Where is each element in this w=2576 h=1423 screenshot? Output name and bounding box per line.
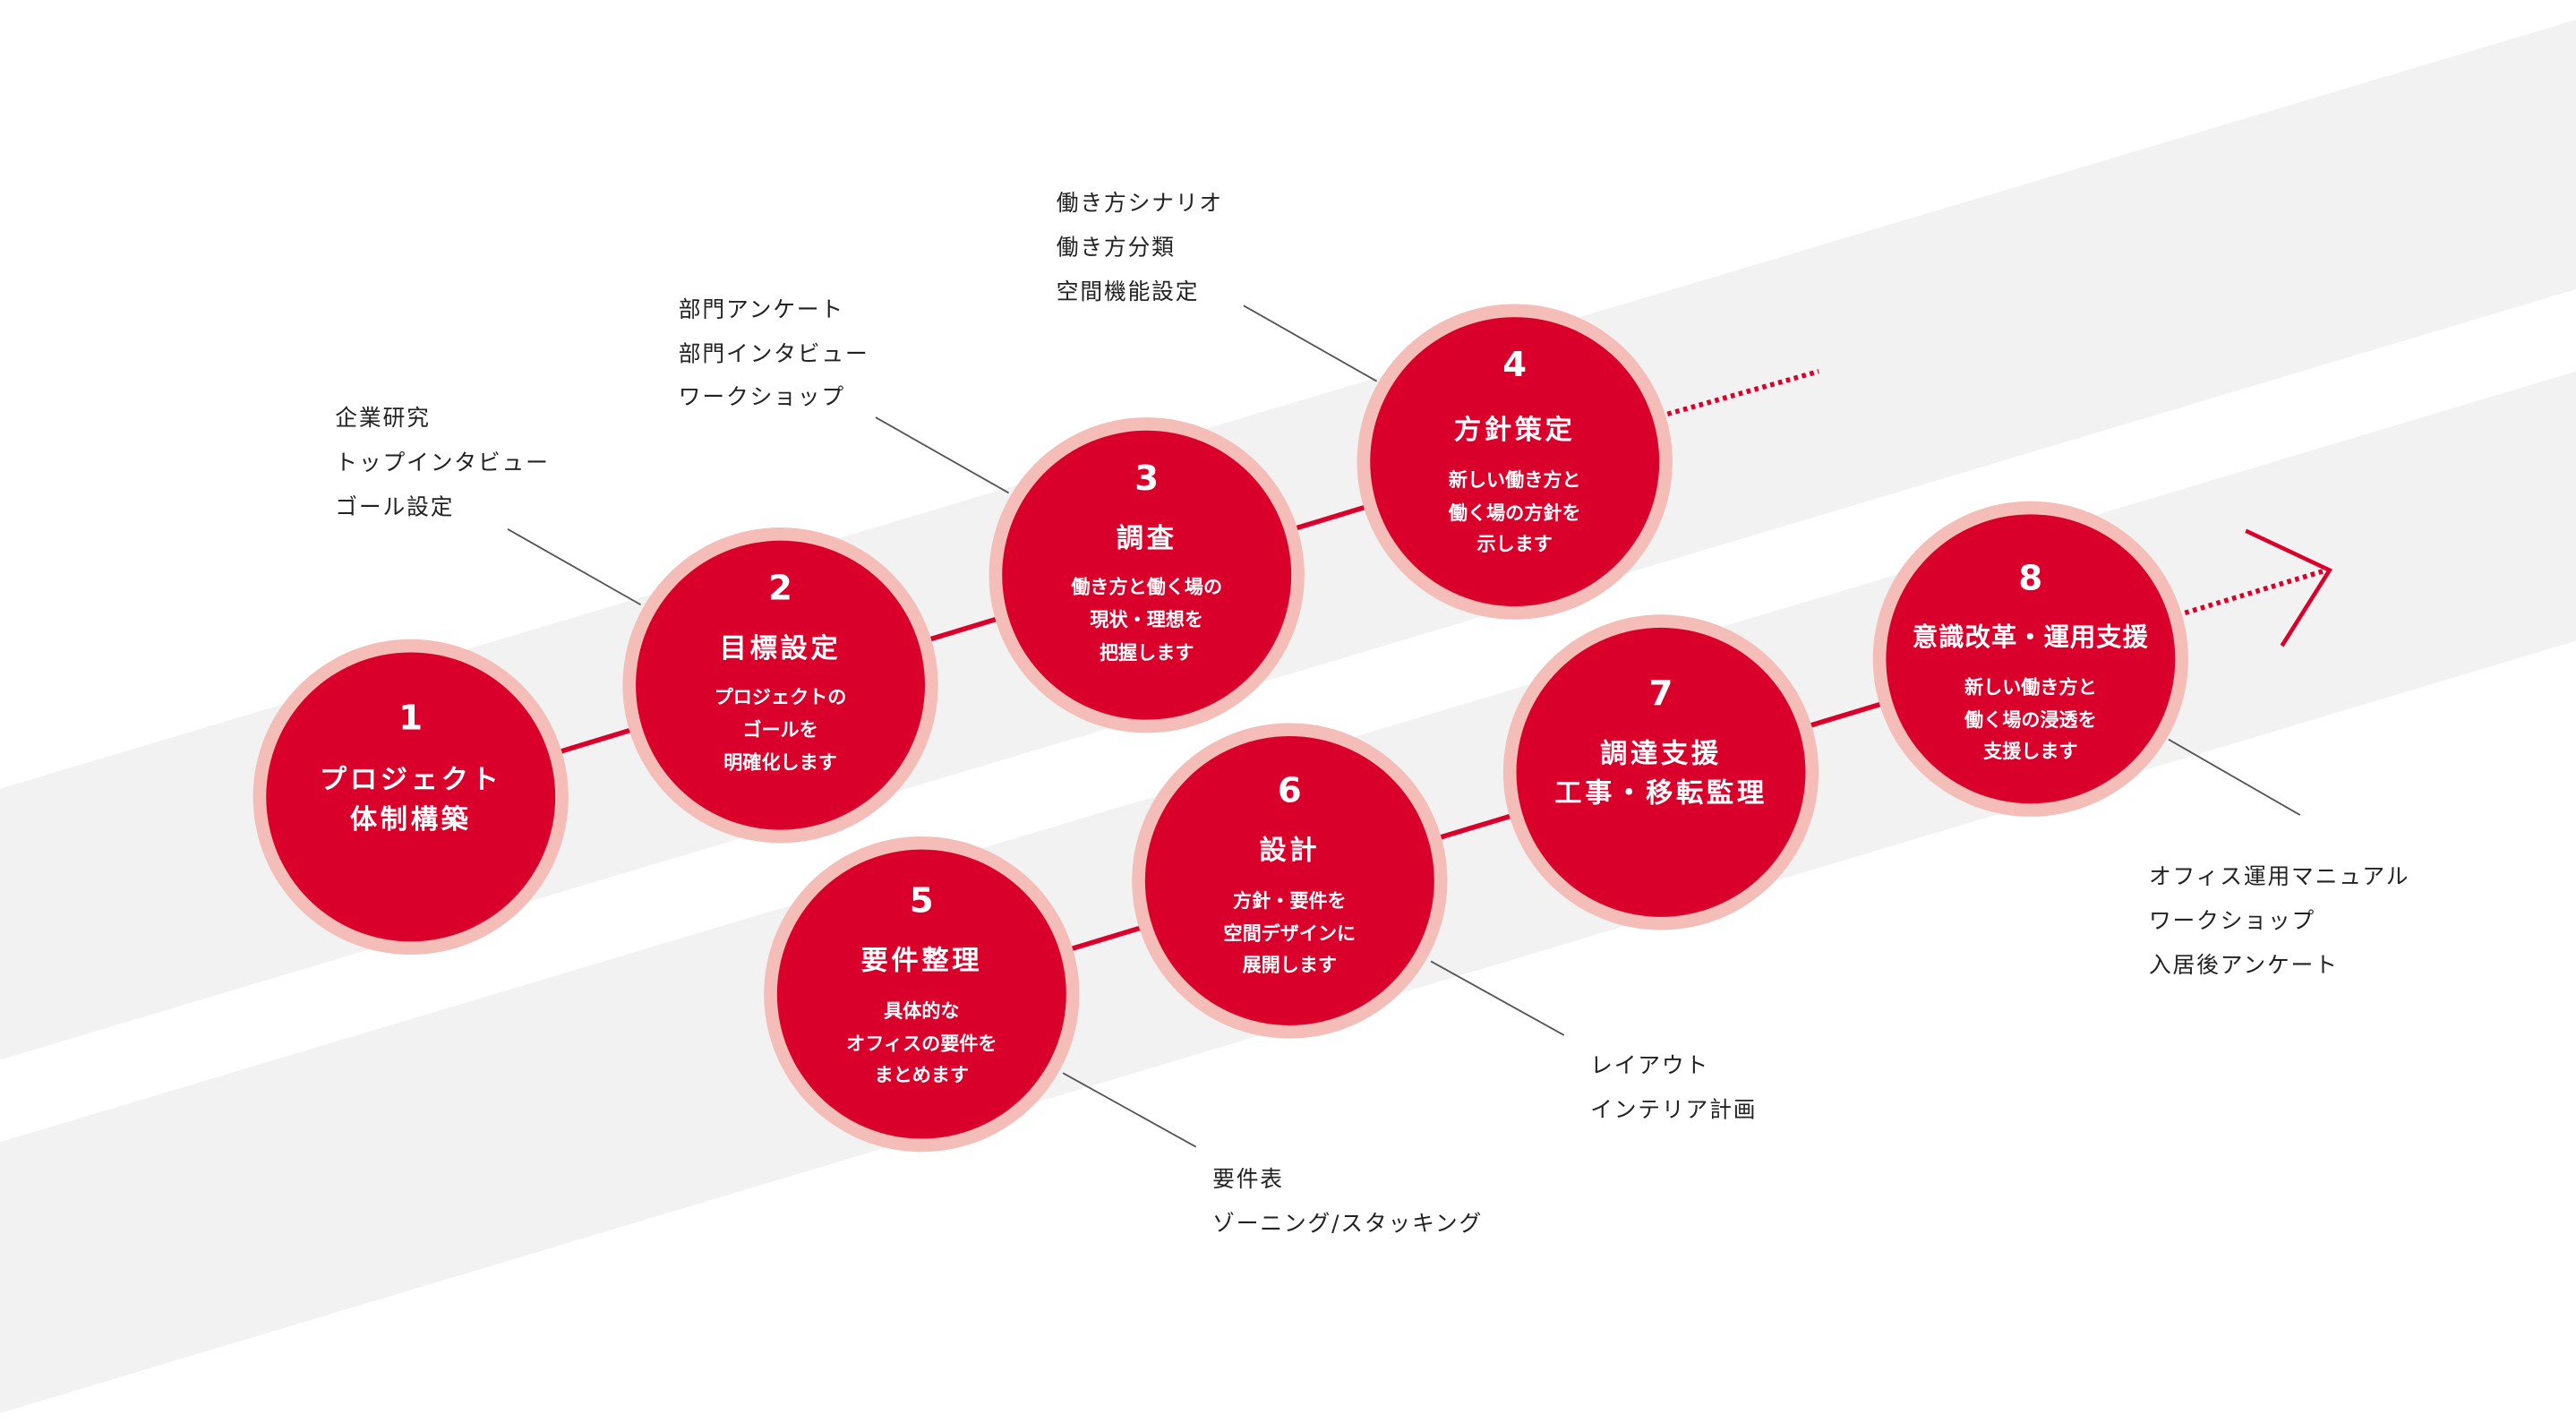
notes-step-8: オフィス運用マニュアル ワークショップ 入居後アンケート	[2149, 863, 2409, 978]
step-3-circle: 3 調査 働き方と働く場の 現状・理想を 把握します	[988, 417, 1305, 733]
step-desc: 働く場の浸透を	[1964, 708, 2097, 731]
step-desc: 展開します	[1243, 953, 1337, 975]
step-2-circle: 2 目標設定 プロジェクトの ゴールを 明確化します	[622, 527, 938, 844]
note: ゾーニング/スタッキング	[1212, 1210, 1483, 1236]
step-desc: まとめます	[875, 1063, 969, 1085]
leader-line-1	[507, 528, 642, 606]
note: 企業研究	[335, 405, 430, 431]
step-number: 8	[2018, 559, 2042, 599]
step-number: 1	[398, 699, 423, 739]
step-desc: ゴールを	[742, 718, 817, 741]
note: ゴール設定	[335, 493, 454, 519]
step-title: 工事・移転監理	[1554, 777, 1767, 809]
note: 部門インタビュー	[679, 341, 869, 367]
step-desc: 支援します	[1983, 740, 2077, 762]
note: 入居後アンケート	[2149, 952, 2339, 978]
step-desc: 把握します	[1100, 641, 1194, 664]
leader-line-3	[1243, 304, 1378, 382]
step-number: 4	[1502, 345, 1527, 385]
note: 要件表	[1212, 1166, 1284, 1192]
leader-line-8	[2168, 738, 2301, 816]
flow-line-lower	[920, 656, 2032, 997]
flow-line-upper	[409, 459, 1516, 800]
step-number: 2	[768, 569, 792, 609]
step-number: 6	[1278, 770, 1302, 810]
step-desc: プロジェクトの	[715, 685, 847, 707]
note: オフィス運用マニュアル	[2149, 863, 2409, 889]
step-5-circle: 5 要件整理 具体的な オフィスの要件を まとめます	[764, 836, 1080, 1153]
step-desc: 方針・要件を	[1233, 889, 1347, 912]
notes-step-2: 部門アンケート 部門インタビュー ワークショップ	[679, 296, 869, 409]
note: 部門アンケート	[679, 296, 844, 322]
note: ワークショップ	[2149, 908, 2315, 934]
step-title: 調達支援	[1600, 738, 1722, 769]
step-title: 方針策定	[1454, 414, 1576, 446]
step-desc: 現状・理想を	[1090, 608, 1203, 630]
step-desc: 働く場の方針を	[1448, 501, 1581, 524]
note: トップインタビュー	[335, 450, 549, 476]
step-desc: 新しい働き方と	[1449, 468, 1581, 491]
leader-line-5	[1062, 1072, 1197, 1148]
step-desc: オフィスの要件を	[846, 1032, 997, 1054]
step-title: プロジェクト	[320, 765, 502, 796]
note: 働き方シナリオ	[1057, 190, 1223, 216]
step-6-circle: 6 設計 方針・要件を 空間デザインに 展開します	[1132, 723, 1448, 1039]
step-number: 7	[1649, 673, 1673, 714]
step-desc: 示します	[1477, 533, 1553, 555]
notes-step-1: 企業研究 トップインタビュー ゴール設定	[335, 405, 549, 519]
step-desc: 働き方と働く場の	[1070, 575, 1222, 597]
step-number: 5	[910, 880, 934, 921]
step-desc: 具体的な	[884, 999, 959, 1022]
step-number: 3	[1134, 459, 1159, 499]
arrow-head-icon	[2245, 528, 2333, 647]
note: インテリア計画	[1590, 1097, 1757, 1123]
step-7-circle: 7 調達支援 工事・移転監理	[1502, 614, 1819, 930]
note: レイアウト	[1590, 1052, 1709, 1078]
step-title: 意識改革・運用支援	[1913, 622, 2149, 652]
step-1-circle: 1 プロジェクト 体制構築	[252, 639, 569, 956]
step-title: 目標設定	[720, 632, 842, 664]
step-desc: 新しい働き方と	[1964, 675, 2097, 698]
step-desc: 明確化します	[723, 751, 837, 774]
note: 空間機能設定	[1057, 279, 1200, 304]
note: ワークショップ	[679, 383, 845, 409]
notes-step-5: 要件表 ゾーニング/スタッキング	[1212, 1166, 1483, 1237]
flow-dotted-upper	[1666, 369, 1819, 417]
notes-step-3: 働き方シナリオ 働き方分類 空間機能設定	[1057, 190, 1223, 304]
leader-line-6	[1430, 960, 1565, 1036]
step-title: 要件整理	[860, 946, 982, 977]
note: 働き方分類	[1057, 234, 1176, 260]
notes-step-6: レイアウト インテリア計画	[1590, 1052, 1757, 1123]
step-title: 体制構築	[350, 803, 472, 836]
step-title: 調査	[1117, 523, 1177, 554]
leader-line-2	[875, 416, 1010, 494]
step-title: 設計	[1259, 835, 1320, 867]
step-8-circle: 8 意識改革・運用支援 新しい働き方と 働く場の浸透を 支援します	[1872, 501, 2188, 817]
step-desc: 空間デザインに	[1223, 922, 1356, 945]
step-4-circle: 4 方針策定 新しい働き方と 働く場の方針を 示します	[1356, 304, 1673, 620]
